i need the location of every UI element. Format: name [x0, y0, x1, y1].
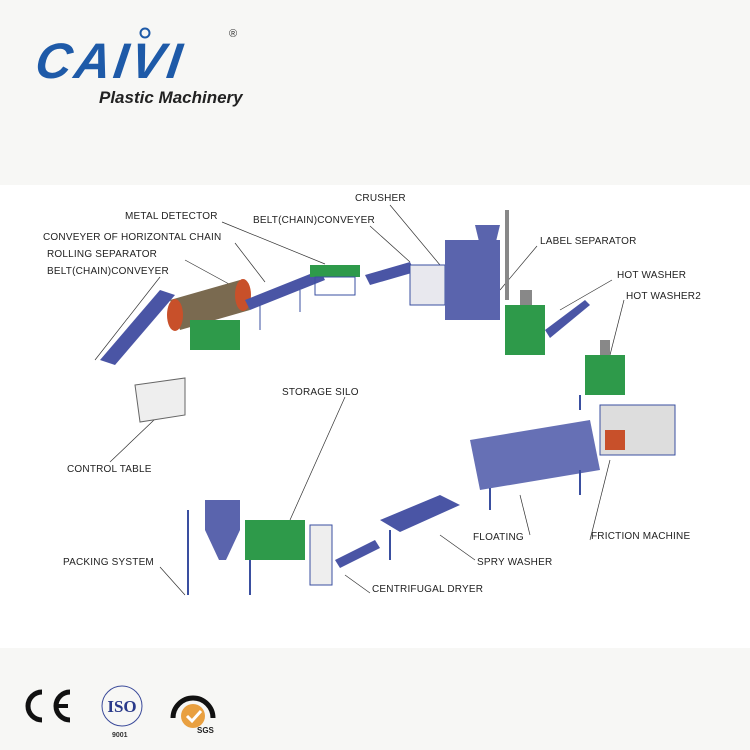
sgs-logo-icon — [170, 695, 216, 728]
centrifugal-dryer-machine — [309, 524, 380, 586]
hot-washer-machine — [545, 300, 590, 338]
spry-washer-machine — [380, 495, 460, 560]
label-spry-washer: SPRY WASHER — [477, 557, 553, 568]
hot-washer2-machine — [579, 340, 625, 410]
label-storage-silo: STORAGE SILO — [282, 387, 359, 398]
floating-machine — [470, 420, 600, 510]
leader-lines — [94, 204, 625, 596]
label-belt-conveyer-2: BELT(CHAIN)CONVEYER — [253, 215, 375, 226]
label-label-separator: LABEL SEPARATOR — [540, 236, 637, 247]
label-hot-washer: HOT WASHER — [617, 270, 687, 281]
packing-system-machine — [187, 500, 240, 595]
label-separator-machine — [505, 290, 545, 355]
rolling-separator-machine — [167, 279, 251, 350]
metal-detector-machine — [310, 265, 360, 296]
storage-silo-machine — [245, 520, 305, 595]
control-table-machine — [134, 377, 186, 423]
iso-logo-icon: ISO — [101, 685, 143, 727]
label-belt-conveyer-1: BELT(CHAIN)CONVEYER — [47, 266, 169, 277]
belt-conveyer-machine — [100, 290, 175, 365]
label-conveyer-horizontal-chain: CONVEYER OF HORIZONTAL CHAIN — [43, 232, 222, 243]
header-band — [0, 0, 750, 185]
label-floating: FLOATING — [473, 532, 524, 543]
label-rolling-separator: ROLLING SEPARATOR — [47, 249, 158, 260]
label-hot-washer2: HOT WASHER2 — [626, 291, 701, 302]
horizontal-chain-conveyer-machine — [245, 270, 325, 330]
ce-mark-icon — [25, 689, 71, 723]
iso-number: 9001 — [112, 732, 128, 739]
footer-band — [0, 648, 750, 750]
crusher-machine — [365, 210, 509, 320]
label-friction-machine: FRICTION MACHINE — [591, 531, 691, 542]
registered-mark: ® — [229, 28, 238, 40]
label-crusher: CRUSHER — [355, 193, 406, 204]
brand-subtitle: Plastic Machinery — [99, 88, 243, 107]
friction-machine — [599, 404, 676, 456]
sgs-text: SGS — [197, 726, 214, 735]
label-centrifugal-dryer: CENTRIFUGAL DRYER — [372, 584, 484, 595]
iso-text: ISO — [107, 697, 136, 716]
logo-ring-icon — [139, 27, 151, 39]
label-metal-detector: METAL DETECTOR — [125, 211, 218, 222]
label-control-table: CONTROL TABLE — [67, 464, 152, 475]
label-packing-system: PACKING SYSTEM — [63, 557, 154, 568]
